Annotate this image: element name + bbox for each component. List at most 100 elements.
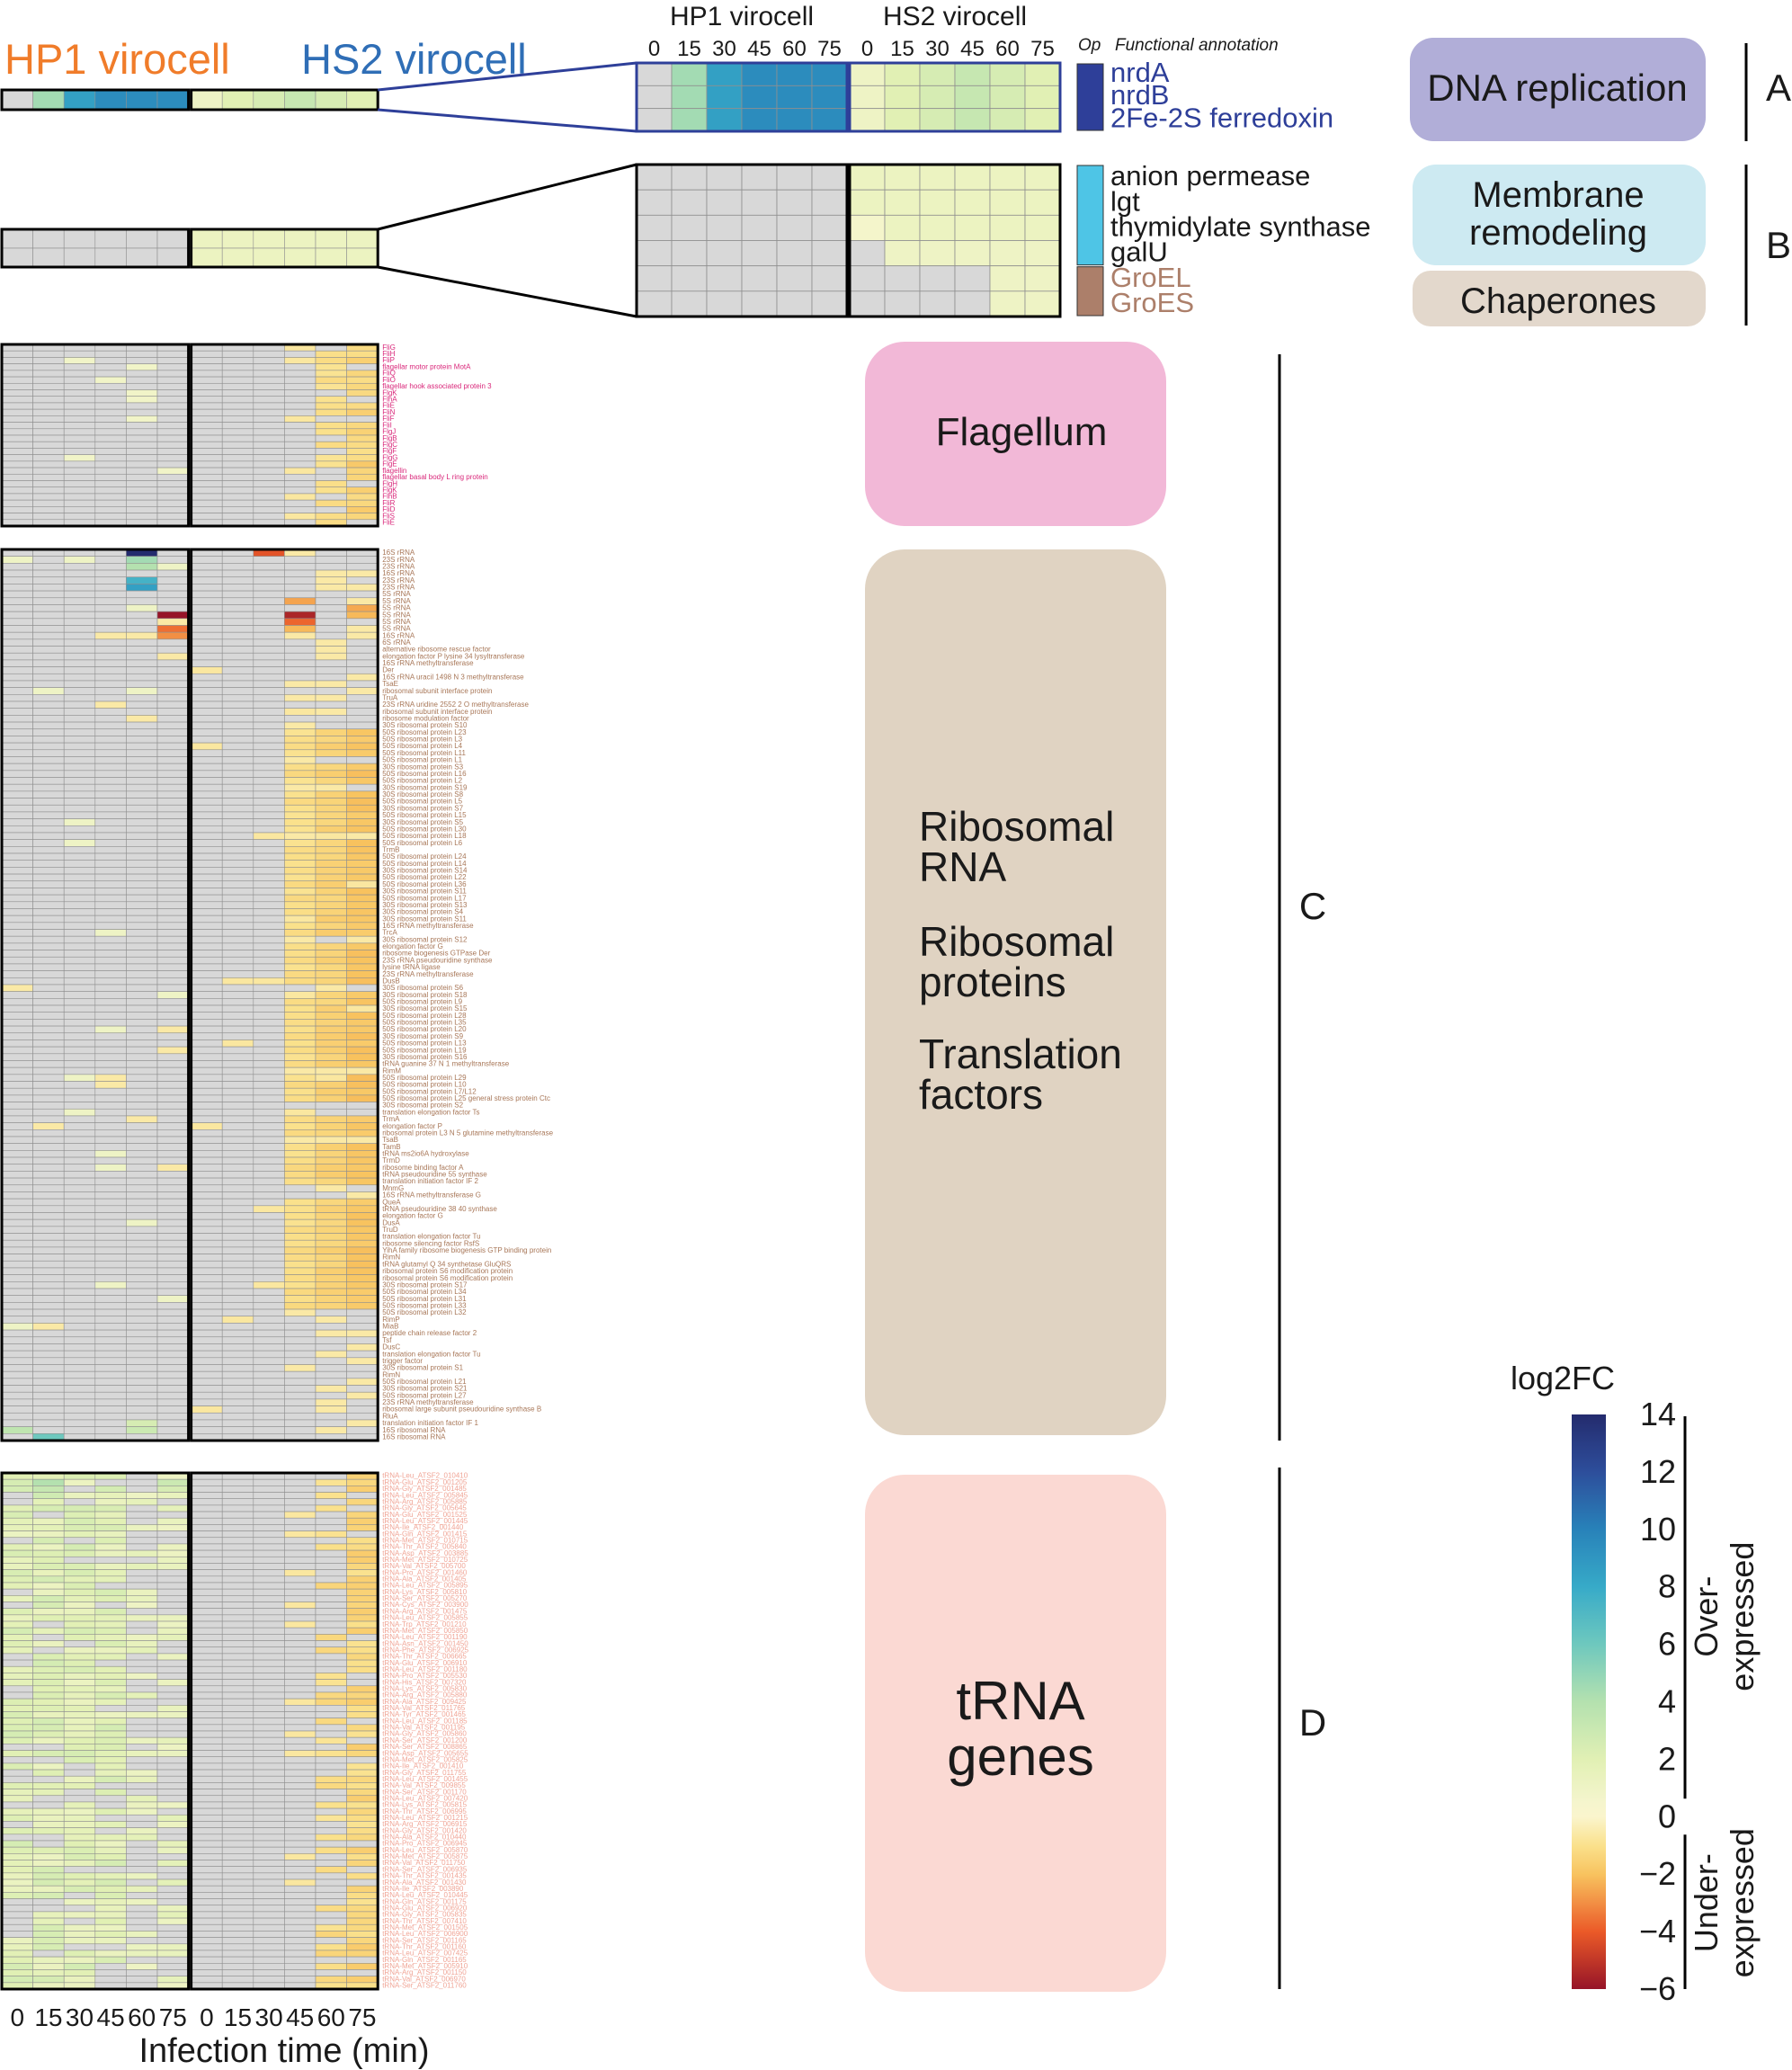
heatmap-cell (315, 370, 347, 378)
heatmap-cell (253, 1789, 285, 1797)
heatmap-cell (63, 1498, 96, 1506)
zoom-cell (776, 290, 813, 317)
heatmap-cell (191, 382, 223, 390)
heatmap-cell (156, 1295, 189, 1303)
heatmap-cell (32, 1019, 65, 1027)
heatmap-cell (253, 1150, 285, 1158)
gene-label: Tsf (382, 1336, 392, 1344)
heatmap-cell (284, 1756, 316, 1764)
heatmap-cell (284, 1081, 316, 1089)
heatmap-cell (284, 715, 316, 723)
heatmap-cell (126, 894, 158, 903)
heatmap-cell (315, 1627, 347, 1635)
heatmap-cell (94, 832, 127, 840)
gene-label: tRNA-Ile_ATSF2_001440 (382, 1523, 464, 1531)
heatmap-cell (1, 1659, 33, 1667)
heatmap-cell (221, 950, 254, 958)
heatmap-cell (221, 673, 254, 682)
heatmap-cell (315, 428, 347, 436)
gene-label: 50S ribosomal protein L4 (382, 742, 462, 750)
hs2-virocell-title: HS2 virocell (301, 35, 527, 83)
gene-label: ribosome silencing factor RsfS (382, 1239, 479, 1247)
heatmap-cell (284, 1744, 316, 1751)
heatmap-cell (346, 1917, 379, 1925)
heatmap-cell (221, 1956, 254, 1964)
heatmap-cell (346, 1398, 379, 1406)
heatmap-cell (126, 1530, 158, 1539)
heatmap-cell (156, 970, 189, 978)
heatmap-cell (156, 1504, 189, 1512)
heatmap-cell (32, 1191, 65, 1200)
heatmap-cell (284, 1627, 316, 1635)
heatmap-cell (94, 1691, 127, 1700)
heatmap-cell (94, 811, 127, 819)
heatmap-cell (315, 852, 347, 861)
heatmap-cell (1, 1627, 33, 1635)
heatmap-cell (156, 1730, 189, 1738)
heatmap-cell (156, 1969, 189, 1976)
heatmap-cell (191, 1171, 223, 1179)
heatmap-cell (156, 763, 189, 772)
heatmap-cell (346, 402, 379, 410)
heatmap-cell (346, 1419, 379, 1427)
heatmap-cell (253, 1834, 285, 1842)
heatmap-cell (94, 1198, 127, 1207)
gene-label: tRNA-Ala_ATSF2_010440 (382, 1834, 467, 1842)
heatmap-cell (346, 984, 379, 992)
gene-label: tRNA-Leu_ATSF2_010445 (382, 1891, 468, 1899)
heatmap-cell (32, 1730, 65, 1738)
heatmap-cell (346, 777, 379, 785)
zoom-time-tick: 15 (890, 37, 914, 61)
heatmap-cell (32, 687, 65, 695)
heatmap-cell (94, 569, 127, 578)
heatmap-cell (346, 1530, 379, 1539)
zoom-cell (741, 214, 778, 241)
gene-label: tRNA-Cys_ATSF2_003900 (382, 1601, 468, 1609)
heatmap-cell (32, 1627, 65, 1635)
heatmap-cell (32, 832, 65, 840)
heatmap-cell (315, 1588, 347, 1596)
heatmap-cell (221, 1302, 254, 1310)
heatmap-cell (32, 1892, 65, 1899)
heatmap-cell (126, 1046, 158, 1055)
heatmap-cell (126, 1212, 158, 1220)
heatmap-cell (253, 1288, 285, 1296)
heatmap-cell (221, 1198, 254, 1207)
heatmap-cell (94, 1094, 127, 1102)
heatmap-cell (63, 1795, 96, 1803)
heatmap-cell (346, 513, 379, 521)
heatmap-cell (315, 659, 347, 667)
zoom-cell (884, 189, 921, 216)
heatmap-cell (1, 1184, 33, 1192)
heatmap-cell (221, 1653, 254, 1661)
heatmap-cell (284, 576, 316, 584)
heatmap-cell (63, 1323, 96, 1331)
heatmap-cell (32, 1226, 65, 1234)
heatmap-cell (346, 950, 379, 958)
heatmap-cell (156, 363, 189, 371)
heatmap-cell (221, 1698, 254, 1706)
heatmap-cell (191, 1094, 223, 1102)
heatmap-cell (63, 1212, 96, 1220)
heatmap-cell (156, 1218, 189, 1227)
heatmap-cell (221, 1705, 254, 1712)
heatmap-cell (126, 880, 158, 888)
heatmap-cell (191, 1724, 223, 1732)
zoom-cell (849, 62, 886, 86)
heatmap-cell (315, 873, 347, 882)
heatmap-cell (63, 1840, 96, 1848)
gene-label: DusA (382, 1218, 400, 1227)
heatmap-cell (284, 700, 316, 709)
heatmap-cell (94, 228, 127, 249)
heatmap-cell (32, 1750, 65, 1758)
heatmap-cell (94, 901, 127, 909)
heatmap-cell (253, 1724, 285, 1732)
heatmap-cell (315, 434, 347, 442)
heatmap-cell (315, 1511, 347, 1519)
heatmap-cell (346, 1575, 379, 1584)
heatmap-cell (63, 434, 96, 442)
heatmap-cell (191, 1608, 223, 1616)
heatmap-cell (63, 1032, 96, 1040)
heatmap-cell (1, 915, 33, 923)
heatmap-cell (63, 915, 96, 923)
